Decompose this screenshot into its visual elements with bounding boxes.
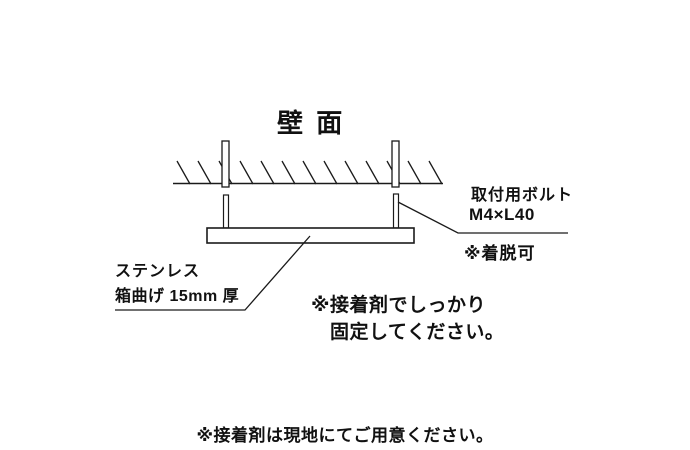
wall-hatch-mark <box>365 160 380 185</box>
footer-note: ※接着剤は現地にてご用意ください。 <box>196 426 494 445</box>
bolt-left-lower <box>222 194 230 229</box>
wall-hatch-mark <box>407 160 422 185</box>
wall-hatch-mark <box>428 160 443 185</box>
diagram-title: 壁 面 <box>277 108 346 138</box>
bolt-label-spec: M4×L40 <box>469 205 535 224</box>
mounting-plate <box>206 227 415 244</box>
wall-hatch-mark <box>344 160 359 185</box>
bolt-left-upper <box>221 140 230 188</box>
bolt-leader-line <box>397 201 568 234</box>
wall-hatch-mark <box>239 160 254 185</box>
adhesive-note-line1: ※接着剤でしっかり <box>311 295 486 316</box>
bolt-label-name: 取付用ボルト <box>471 187 574 204</box>
wall-hatch-marks <box>176 160 443 185</box>
wall-hatch-mark <box>176 160 191 185</box>
bolt-right-upper <box>391 140 400 188</box>
plate-label-spec: 箱曲げ 15mm 厚 <box>115 288 240 305</box>
wall-hatch-mark <box>302 160 317 185</box>
plate-label-material: ステンレス <box>115 263 201 280</box>
wall-hatch-mark <box>281 160 296 185</box>
wall-hatch-mark <box>323 160 338 185</box>
wall-hatch-mark <box>197 160 212 185</box>
bolt-right-lower <box>392 193 400 229</box>
bolt-label-note: ※着脱可 <box>464 244 536 263</box>
adhesive-note-line2: 固定してください。 <box>330 322 505 343</box>
wall-hatch-mark <box>260 160 275 185</box>
plate-leader-line <box>115 235 311 311</box>
